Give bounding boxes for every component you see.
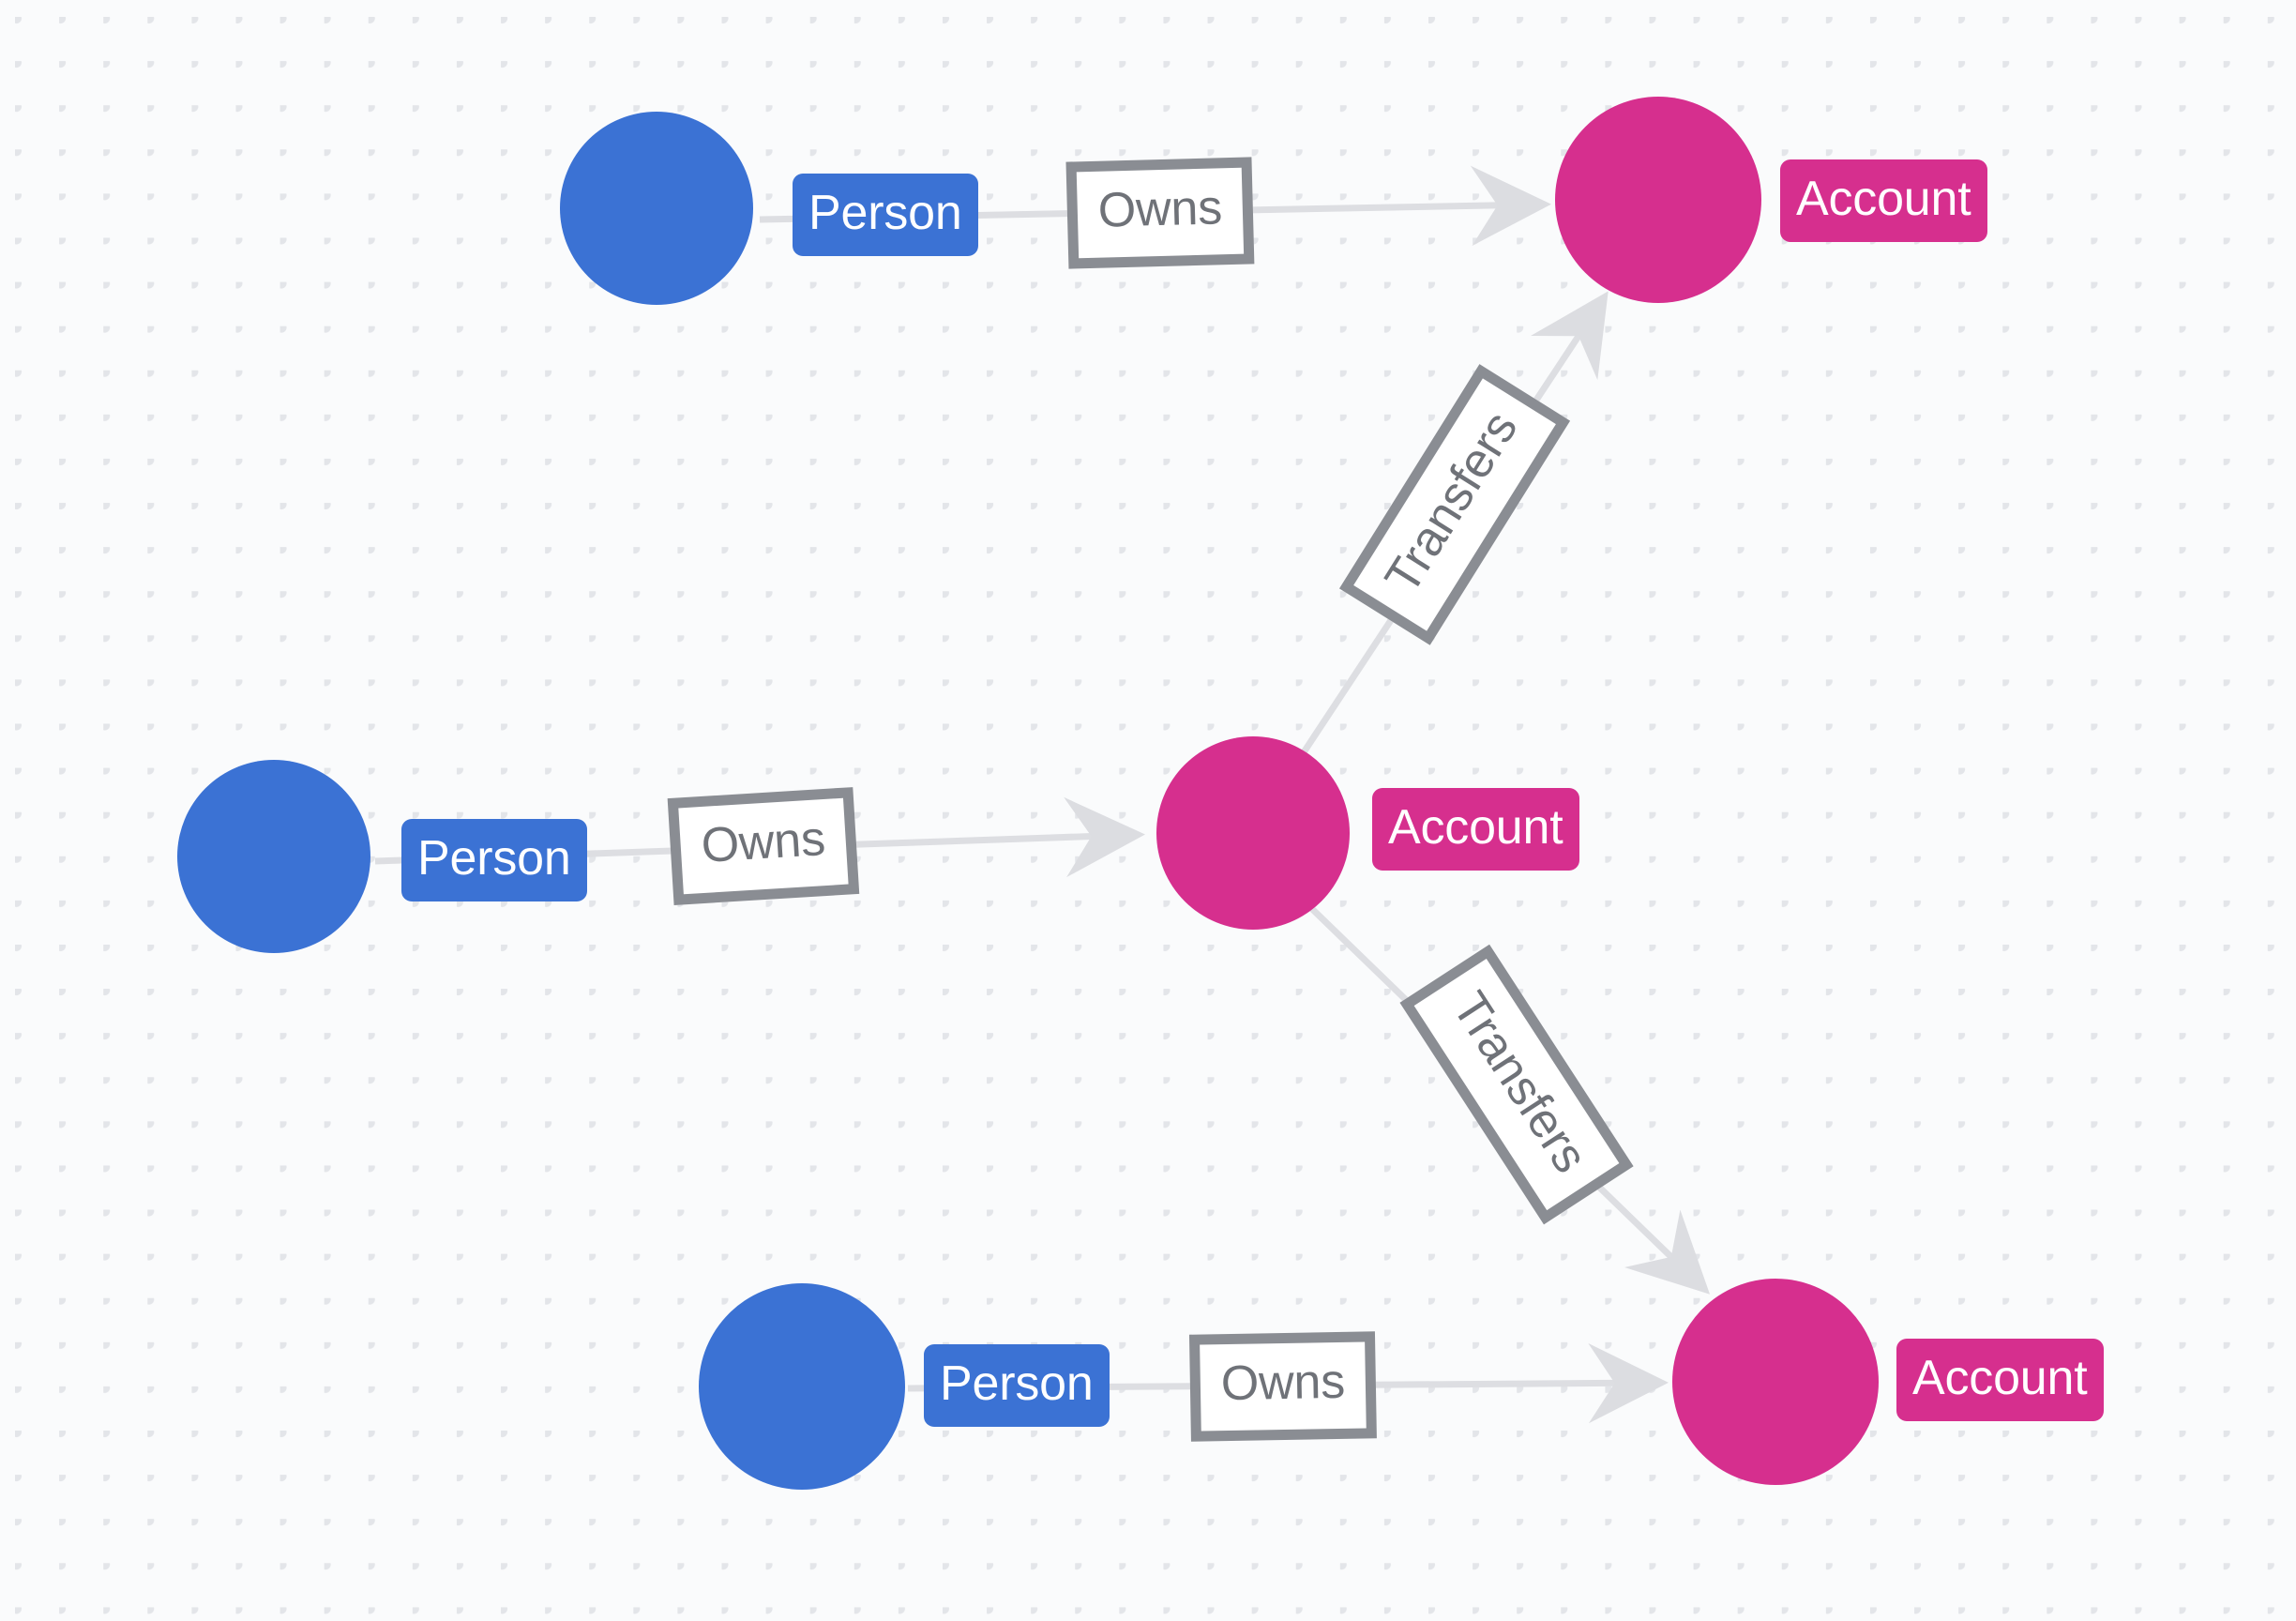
node-label-person-3[interactable]: Person (924, 1344, 1110, 1427)
edge-label-owns-1[interactable]: Owns (1065, 157, 1255, 269)
node-label-account-1[interactable]: Account (1780, 159, 1987, 242)
node-person-3[interactable] (699, 1283, 905, 1490)
edge-label-transfers-1[interactable]: Transfers (1338, 364, 1571, 645)
node-person-2[interactable] (177, 760, 370, 953)
node-account-3[interactable] (1672, 1279, 1879, 1485)
node-label-person-2[interactable]: Person (401, 819, 587, 901)
node-account-1[interactable] (1555, 97, 1761, 303)
node-account-2[interactable] (1156, 736, 1350, 930)
node-person-1[interactable] (560, 112, 753, 305)
node-label-account-3[interactable]: Account (1896, 1339, 2104, 1421)
node-label-person-1[interactable]: Person (793, 174, 978, 256)
edge-label-owns-2[interactable]: Owns (667, 787, 860, 905)
node-label-account-2[interactable]: Account (1372, 788, 1579, 871)
edge-label-transfers-2[interactable]: Transfers (1399, 944, 1634, 1225)
edge-label-owns-3[interactable]: Owns (1188, 1331, 1378, 1442)
